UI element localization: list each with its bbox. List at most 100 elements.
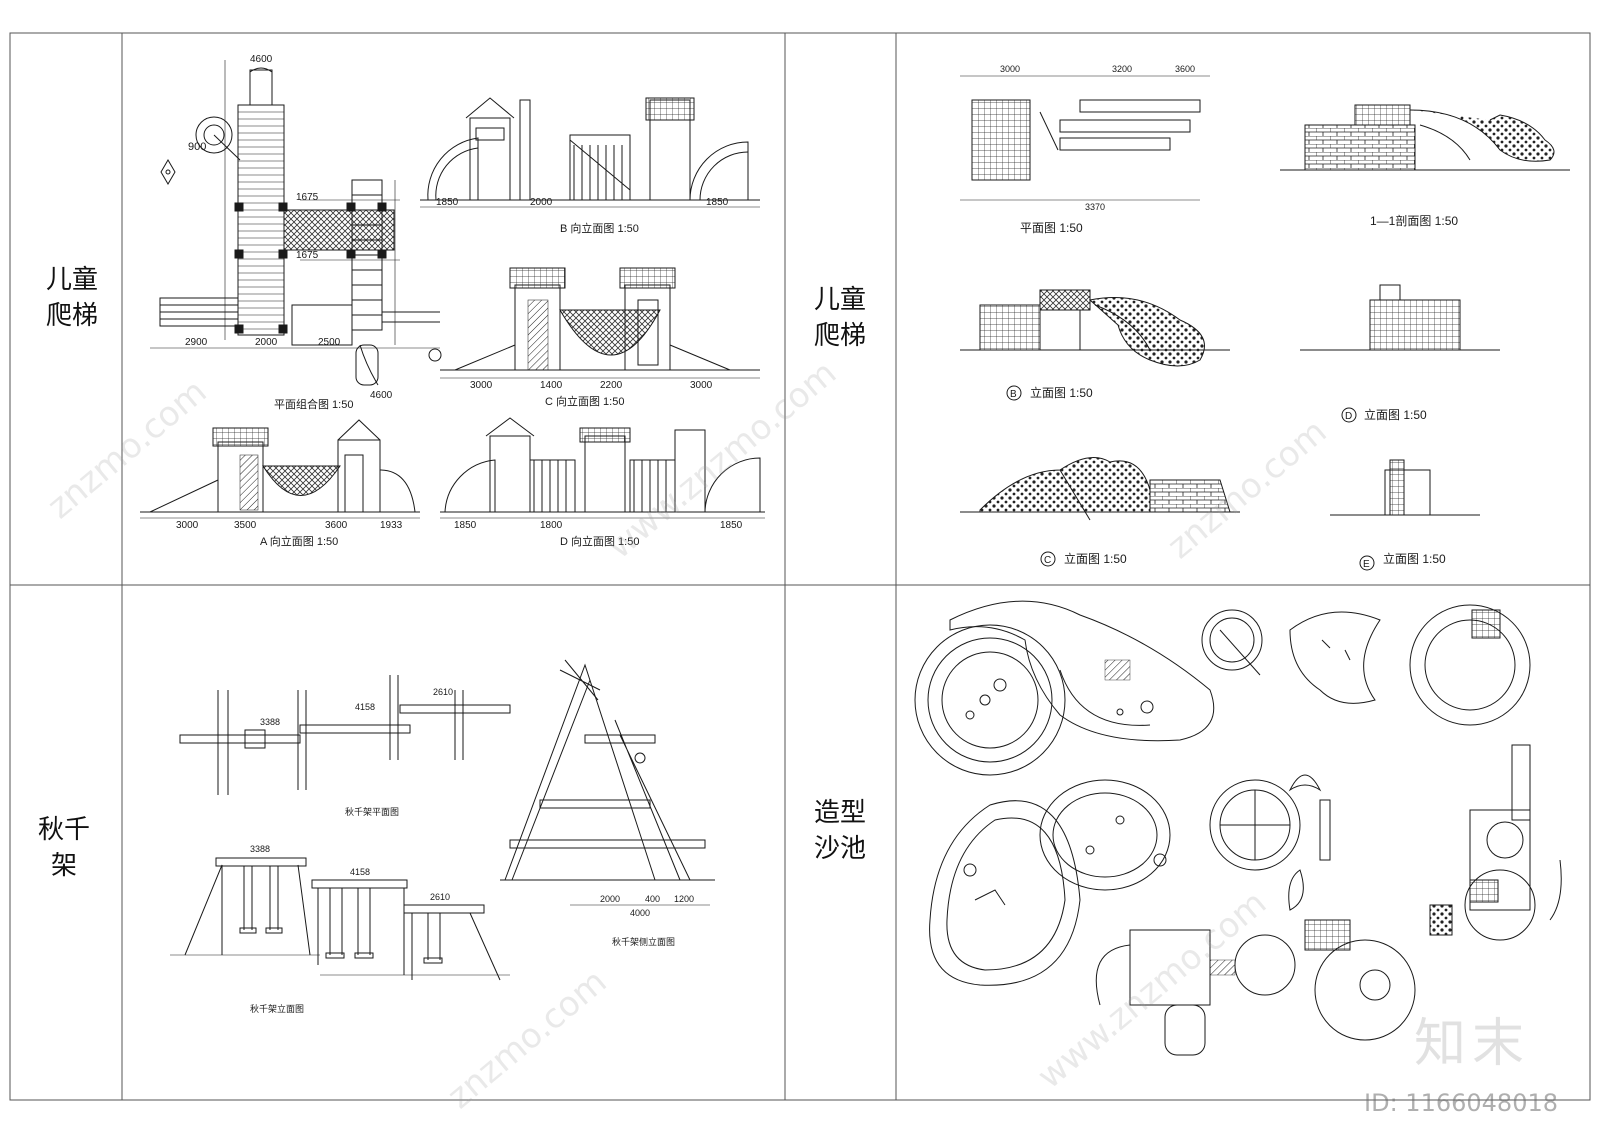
marker-e-letter: E xyxy=(1363,559,1370,570)
marker-d xyxy=(1341,407,1357,423)
panel-label-climbing-right: 儿童 爬梯 xyxy=(810,282,870,354)
elevation-a-drawing xyxy=(140,419,420,519)
caption-elevation-d: D 向立面图 1:50 xyxy=(560,534,639,548)
svg-text:3000: 3000 xyxy=(176,520,199,531)
svg-text:1850: 1850 xyxy=(454,520,477,531)
svg-text:1675: 1675 xyxy=(296,192,319,203)
caption-swing-side: 秋千架侧立面图 xyxy=(612,936,675,947)
caption-plan-right: 平面图 1:50 xyxy=(1020,221,1083,235)
elevation-rb-drawing xyxy=(960,289,1230,367)
caption-elevation-c: C 向立面图 1:50 xyxy=(545,394,624,408)
elevation-rc-drawing xyxy=(960,457,1240,521)
svg-text:4158: 4158 xyxy=(350,867,370,877)
swing-side-drawing xyxy=(500,659,715,906)
elevation-d-drawing xyxy=(440,417,765,519)
caption-elevation-a: A 向立面图 1:50 xyxy=(260,534,338,548)
swing-plan-drawing xyxy=(179,675,511,795)
elevation-re-drawing xyxy=(1330,459,1480,516)
panel-label-line1: 造型 xyxy=(813,798,866,828)
panel-label-climbing-left: 儿童 爬梯 xyxy=(42,262,102,334)
marker-b-letter: B xyxy=(1010,389,1017,400)
swing-plan-dims: 3388 4158 2610 xyxy=(260,687,453,727)
svg-text:4158: 4158 xyxy=(355,702,375,712)
swing-elevation-dims: 3388 4158 2610 xyxy=(250,844,450,902)
caption-elevation-rc: 立面图 1:50 xyxy=(1064,551,1127,566)
svg-text:3600: 3600 xyxy=(1175,64,1195,74)
svg-text:3000: 3000 xyxy=(690,380,713,391)
elevation-c-drawing xyxy=(428,267,760,379)
svg-text:2000: 2000 xyxy=(600,894,620,904)
panel-label-sandpit: 造型 沙池 xyxy=(810,795,870,867)
svg-text:1200: 1200 xyxy=(674,894,694,904)
section-1-1-drawing xyxy=(1280,104,1570,171)
panel-label-swing: 秋千 架 xyxy=(34,812,94,884)
svg-text:www.znzmo.com: www.znzmo.com xyxy=(1030,883,1274,1097)
marker-d-letter: D xyxy=(1345,411,1352,422)
sandpit-plans xyxy=(914,600,1562,1056)
panel-label-line1: 秋千 xyxy=(37,815,90,845)
svg-text:1850: 1850 xyxy=(706,197,729,208)
svg-text:2500: 2500 xyxy=(318,337,341,348)
svg-text:3200: 3200 xyxy=(1112,64,1132,74)
panel-label-line1: 儿童 xyxy=(45,265,98,295)
svg-text:3388: 3388 xyxy=(260,717,280,727)
swing-elevation-drawing xyxy=(170,857,510,981)
svg-text:4600: 4600 xyxy=(250,54,273,65)
svg-text:3000: 3000 xyxy=(1000,64,1020,74)
panel-label-line2: 沙池 xyxy=(813,834,866,864)
caption-elevation-rb: 立面图 1:50 xyxy=(1030,385,1093,400)
svg-text:3388: 3388 xyxy=(250,844,270,854)
caption-swing-plan: 秋千架平面图 xyxy=(345,806,399,817)
swing-side-dims: 2000 400 1200 4000 xyxy=(600,894,694,918)
svg-text:1850: 1850 xyxy=(720,520,743,531)
svg-text:900: 900 xyxy=(188,141,206,153)
elevation-b-dims: 1850 2000 1850 xyxy=(436,197,729,208)
svg-text:3600: 3600 xyxy=(325,520,348,531)
svg-text:2000: 2000 xyxy=(530,197,553,208)
svg-text:4600: 4600 xyxy=(370,390,393,401)
svg-text:4000: 4000 xyxy=(630,908,650,918)
caption-plan-combined: 平面组合图 1:50 xyxy=(274,397,353,411)
panel-label-line2: 爬梯 xyxy=(813,321,866,351)
svg-text:2610: 2610 xyxy=(433,687,453,697)
svg-text:3000: 3000 xyxy=(470,380,493,391)
svg-text:1800: 1800 xyxy=(540,520,563,531)
marker-c-letter: C xyxy=(1044,555,1051,566)
watermark-logo: 知末 xyxy=(1413,1014,1530,1074)
svg-text:3370: 3370 xyxy=(1085,202,1105,212)
caption-elevation-re: 立面图 1:50 xyxy=(1383,551,1446,566)
svg-text:znzmo.com: znzmo.com xyxy=(440,962,614,1117)
svg-text:2610: 2610 xyxy=(430,892,450,902)
caption-section-1-1: 1—1剖面图 1:50 xyxy=(1370,214,1458,228)
marker-b xyxy=(1006,385,1022,401)
sheet-frame xyxy=(9,32,1591,1101)
svg-text:1400: 1400 xyxy=(540,380,563,391)
climbing-right-plan xyxy=(960,75,1210,201)
climbing-plan-dims: 2900 2000 1675 1675 2500 4600 4600 900 xyxy=(185,54,393,401)
climbing-plan-drawing xyxy=(150,60,440,386)
climbing-right-plan-dims: 3000 3200 3600 3370 xyxy=(1000,64,1195,212)
elevation-d-dims: 1850 1800 1850 xyxy=(454,520,743,531)
svg-text:2000: 2000 xyxy=(255,337,278,348)
elevation-a-dims: 3000 3500 3600 1933 xyxy=(176,520,403,531)
marker-c xyxy=(1040,551,1056,567)
svg-text:400: 400 xyxy=(645,894,660,904)
svg-text:1850: 1850 xyxy=(436,197,459,208)
svg-text:1933: 1933 xyxy=(380,520,403,531)
panel-label-line2: 架 xyxy=(50,851,77,881)
svg-text:znzmo.com: znzmo.com xyxy=(40,372,214,527)
elevation-b-drawing xyxy=(420,97,760,208)
elevation-rd-drawing xyxy=(1300,284,1500,351)
marker-e xyxy=(1359,555,1375,571)
svg-text:2900: 2900 xyxy=(185,337,208,348)
panel-label-line2: 爬梯 xyxy=(45,301,98,331)
svg-text:3500: 3500 xyxy=(234,520,257,531)
elevation-c-dims: 3000 1400 2200 3000 xyxy=(470,380,713,391)
svg-text:1675: 1675 xyxy=(296,250,319,261)
panel-label-line1: 儿童 xyxy=(813,285,866,315)
caption-swing-elevation: 秋千架立面图 xyxy=(250,1003,304,1014)
caption-elevation-rd: 立面图 1:50 xyxy=(1364,407,1427,422)
svg-text:2200: 2200 xyxy=(600,380,623,391)
caption-elevation-b: B 向立面图 1:50 xyxy=(560,221,639,235)
